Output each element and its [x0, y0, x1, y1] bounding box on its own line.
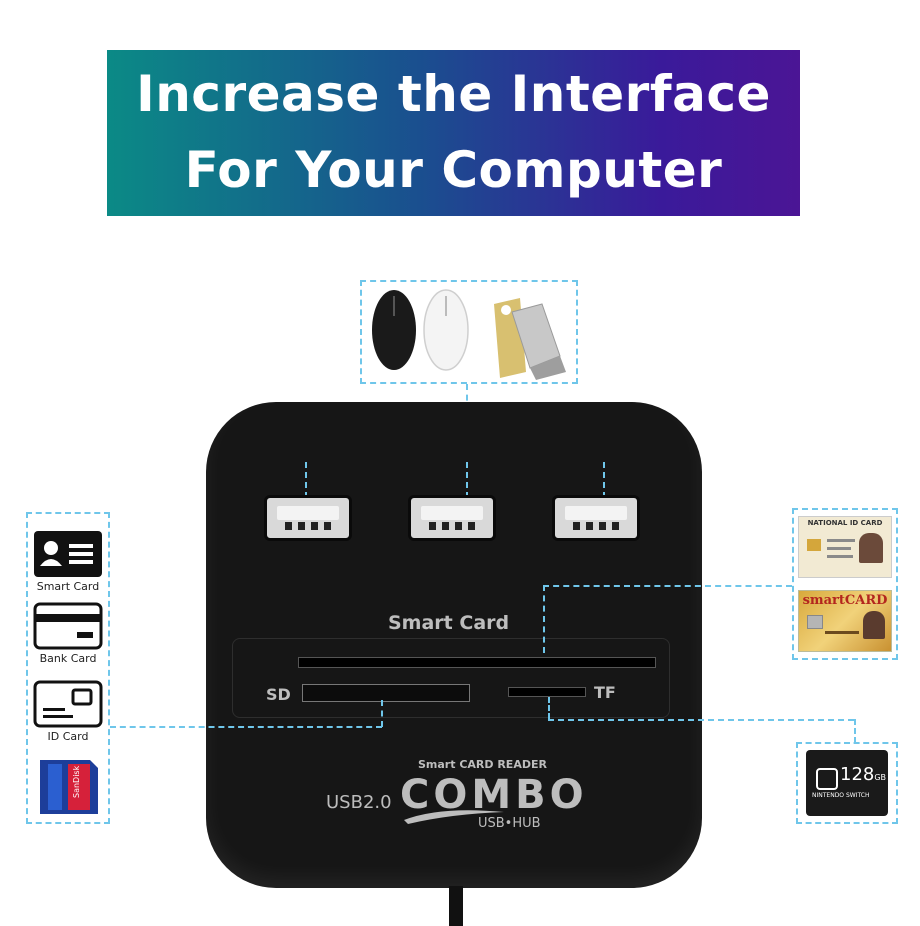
sd-card-brand: SanDisk — [72, 765, 81, 798]
smart-card-caption: Smart Card — [36, 580, 100, 593]
national-id-card-title: NATIONAL ID CARD — [807, 519, 883, 527]
peripherals-illustration — [372, 289, 566, 380]
tf-card-slot[interactable] — [508, 687, 586, 697]
white-mouse-icon — [423, 289, 469, 371]
usb-hub-body — [206, 402, 702, 888]
right-card-types-box — [792, 508, 898, 660]
brand-swoosh — [404, 810, 504, 824]
sd-card-image: SanDisk — [40, 760, 98, 814]
reader-label: Smart CARD READER — [418, 758, 547, 771]
bank-card-icon — [33, 602, 103, 650]
microsd-size: 128GB — [840, 764, 887, 785]
microsd-card-image: 128GB NINTENDO SWITCH — [806, 750, 888, 816]
smart-card-slot-label: Smart Card — [388, 612, 510, 634]
usb-flash-drive-icon — [494, 298, 566, 380]
bank-card-caption: Bank Card — [39, 652, 97, 665]
sd-slot-label: SD — [266, 685, 291, 704]
left-card-types-box — [26, 512, 110, 824]
usb-port-1[interactable] — [264, 495, 352, 541]
brand-logo: COMBO — [400, 772, 588, 818]
card-slot-panel — [232, 638, 670, 718]
hub-label: USB•HUB — [478, 816, 541, 831]
usb-version-label: USB2.0 — [326, 792, 392, 813]
id-card-caption: ID Card — [47, 730, 89, 743]
smart-card-image: smartCARD — [798, 590, 892, 652]
microsd-brand: NINTENDO SWITCH — [812, 792, 870, 799]
microsd-box — [796, 742, 898, 824]
national-id-card-image: NATIONAL ID CARD — [798, 516, 892, 578]
black-mouse-icon — [372, 290, 416, 370]
smartcard-title: smartCARD — [802, 593, 888, 608]
usb-port-3[interactable] — [552, 495, 640, 541]
headline-line-1: Increase the Interface — [136, 65, 771, 123]
usb-port-2[interactable] — [408, 495, 496, 541]
sd-card-slot[interactable] — [302, 684, 470, 702]
peripherals-box — [360, 280, 578, 384]
smart-card-slot[interactable] — [298, 657, 656, 668]
smart-card-icon — [34, 531, 102, 577]
tf-slot-label: TF — [594, 683, 616, 702]
headline-line-2: For Your Computer — [184, 141, 723, 199]
headline-banner: Increase the Interface For Your Computer — [107, 50, 800, 216]
id-card-icon — [33, 680, 103, 728]
usb-cable — [449, 886, 463, 926]
